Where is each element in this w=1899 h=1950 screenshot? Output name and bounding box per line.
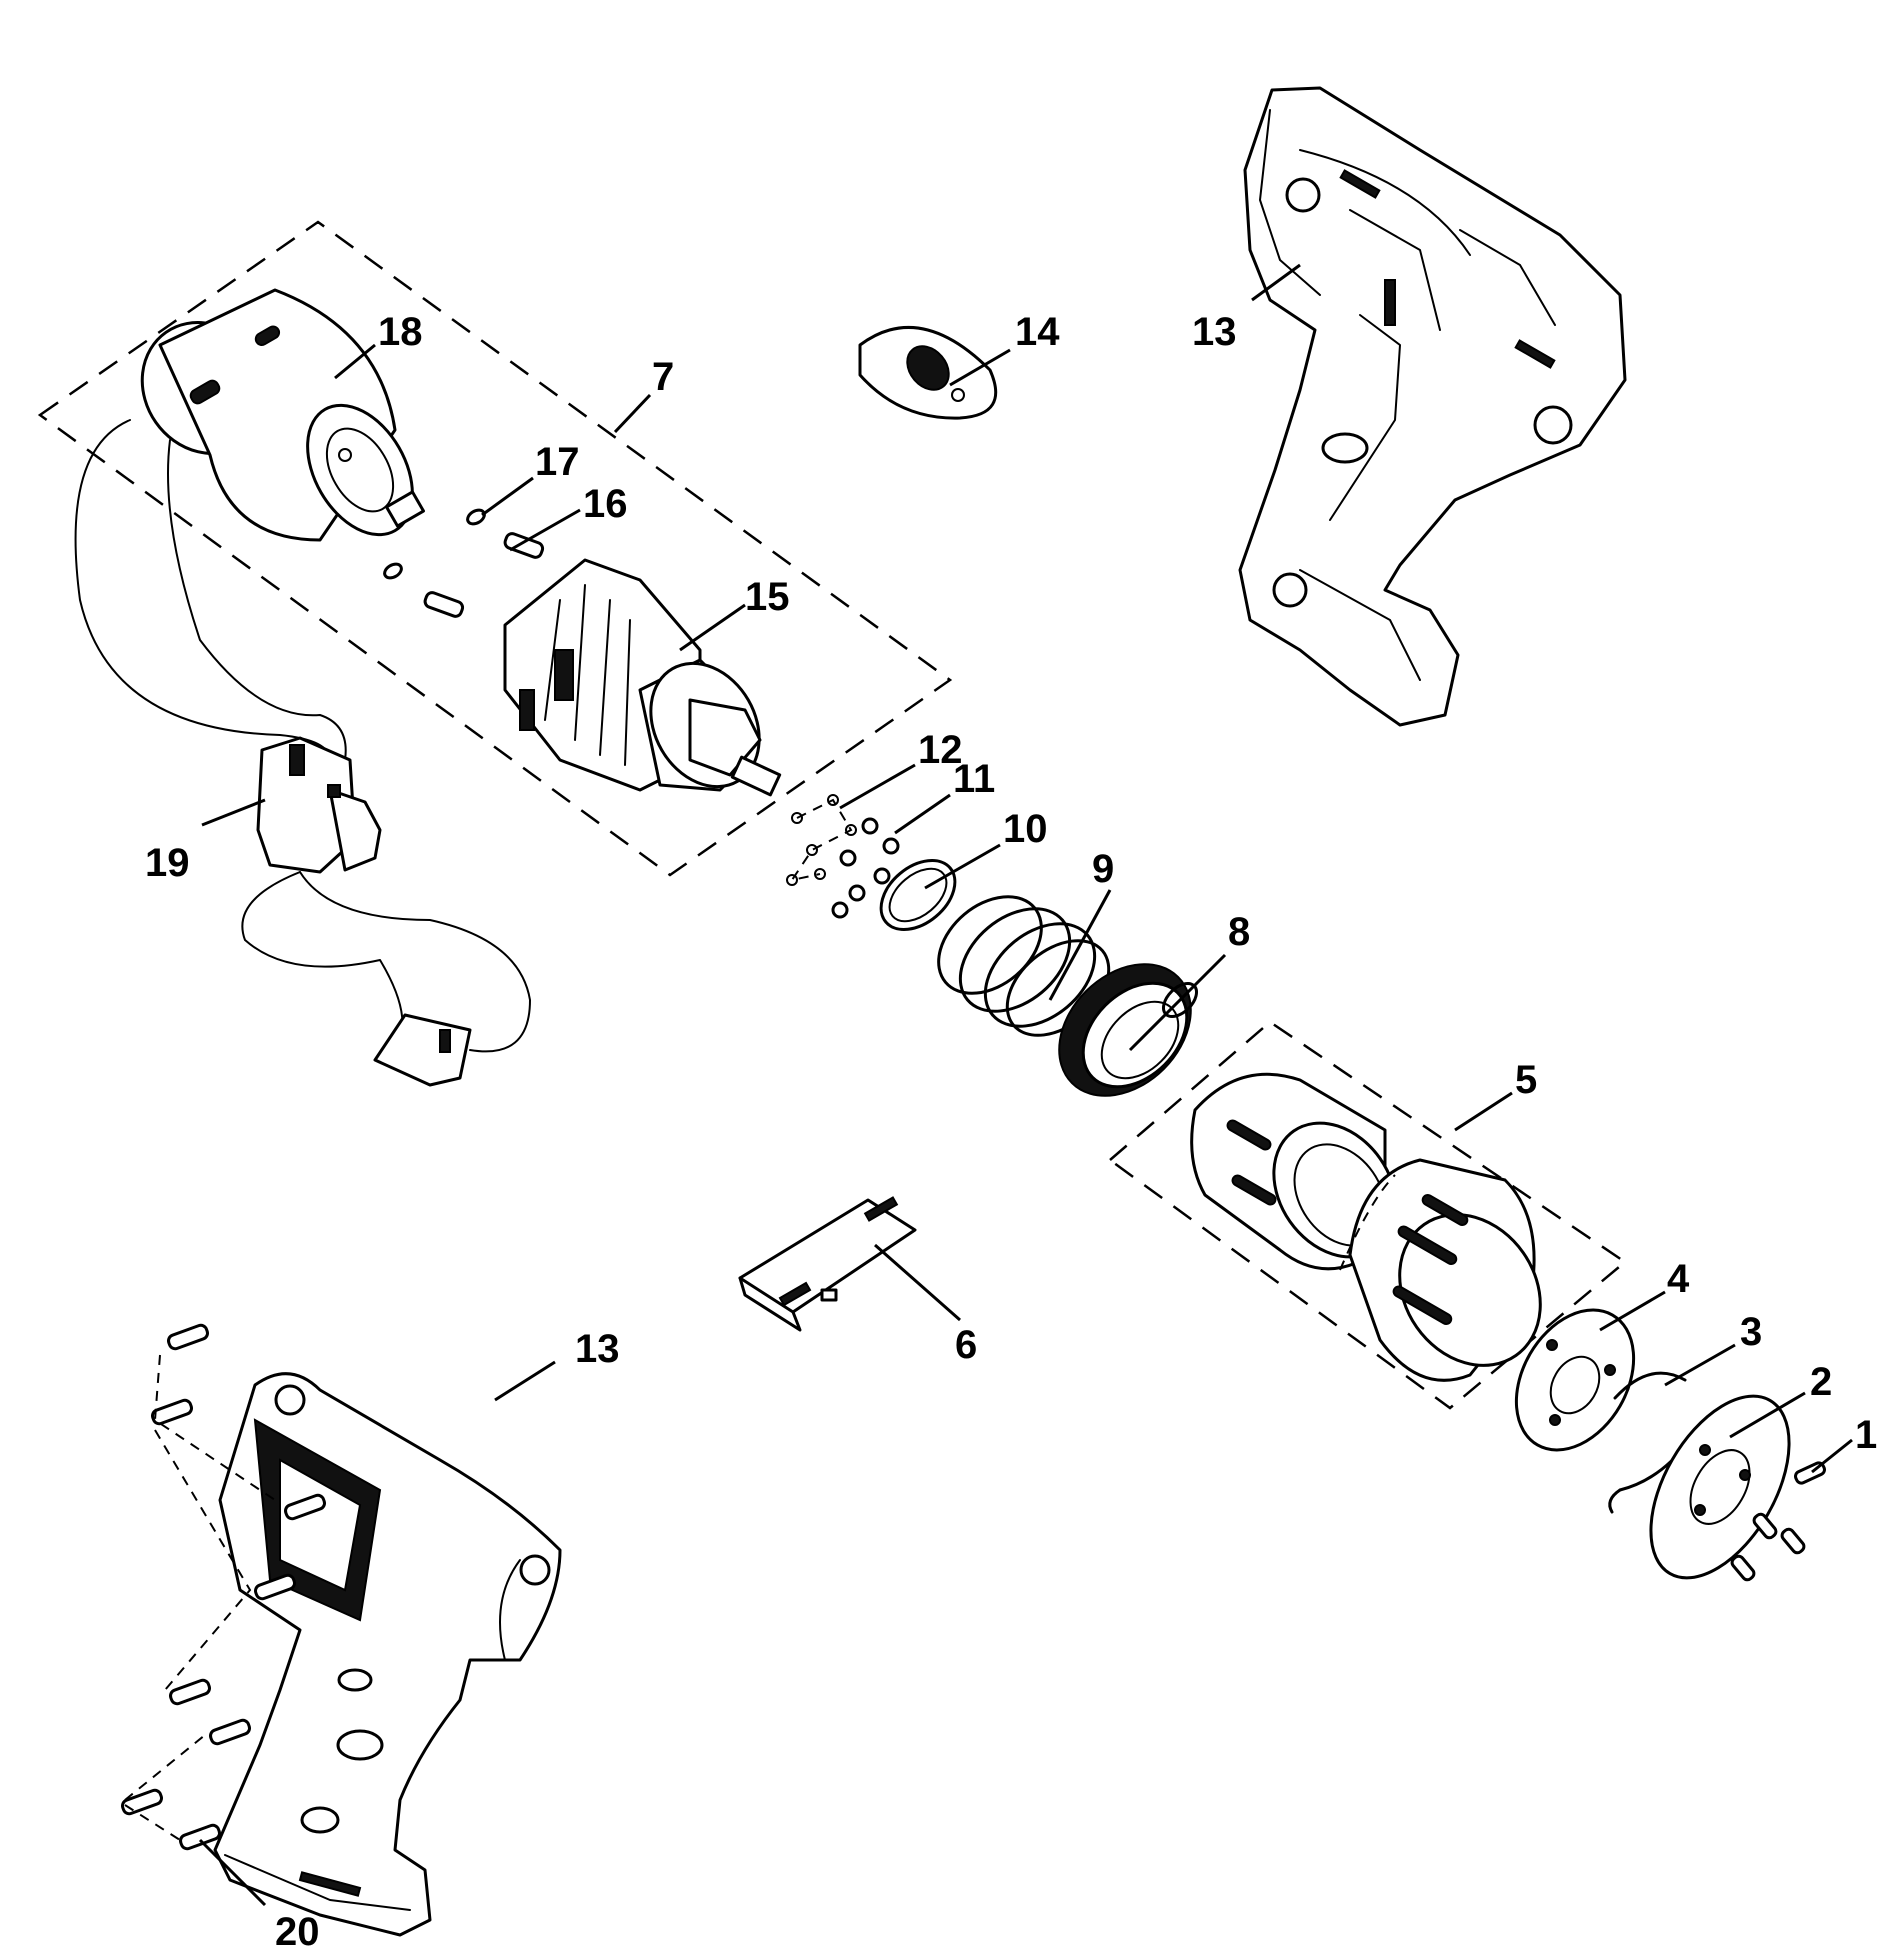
part-19-switch-and-wiring [74, 419, 531, 1087]
callout-16: 16 [583, 482, 628, 526]
part-16-pins [423, 532, 545, 618]
callout-7: 7 [652, 355, 674, 399]
callout-10: 10 [1003, 807, 1048, 851]
callout-20: 20 [275, 1910, 320, 1950]
part-14-shift-button [858, 325, 998, 420]
part-11-pins [831, 817, 900, 919]
part-5-collar-assembly [1190, 1072, 1542, 1382]
part-20-screws [121, 1323, 326, 1851]
callout-4: 4 [1667, 1257, 1690, 1301]
callout-12: 12 [918, 728, 963, 772]
part-15-gearbox [503, 558, 782, 797]
part-6-bit-holder [738, 1196, 917, 1332]
callout-19: 19 [145, 841, 190, 885]
group-7-boundary [37, 220, 953, 877]
callout-8: 8 [1228, 910, 1250, 954]
callout-9: 9 [1092, 847, 1114, 891]
part-13-housing-half-right [1238, 86, 1627, 727]
callout-1: 1 [1855, 1413, 1877, 1457]
callout-3: 3 [1740, 1310, 1762, 1354]
callout-labels: 1 2 3 4 5 6 7 8 9 10 11 12 13 13 14 15 1… [145, 310, 1877, 1950]
callout-13-lower: 13 [575, 1327, 620, 1371]
callout-15: 15 [745, 575, 790, 619]
callout-14: 14 [1015, 310, 1060, 354]
callout-17: 17 [535, 440, 580, 484]
leader-lines [198, 263, 1853, 1907]
callout-2: 2 [1810, 1360, 1832, 1404]
part-12-balls [786, 794, 857, 886]
part-13-housing-half-left [213, 1372, 562, 1937]
part-10-ring [879, 859, 957, 931]
callout-18: 18 [378, 310, 423, 354]
part-4-plate [1514, 1308, 1636, 1452]
callout-6: 6 [955, 1323, 977, 1367]
callout-5: 5 [1515, 1058, 1537, 1102]
callout-11: 11 [953, 757, 995, 801]
callout-13-upper: 13 [1192, 310, 1237, 354]
part-2-disc [1649, 1394, 1791, 1580]
part-8-clutch-ring [1058, 963, 1198, 1097]
part-18-motor [140, 288, 425, 542]
